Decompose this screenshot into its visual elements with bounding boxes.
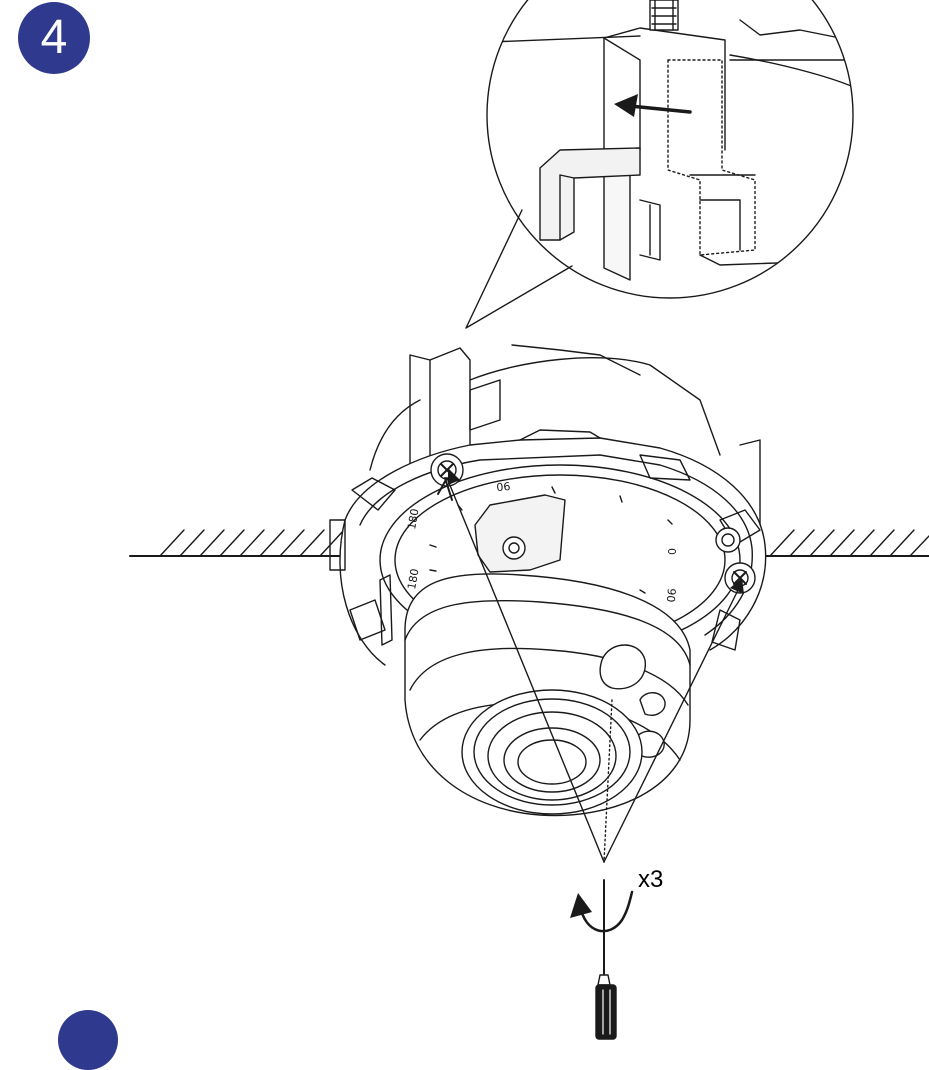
next-step-badge — [58, 1010, 118, 1070]
lens-outer — [461, 689, 643, 815]
sight-lines — [437, 468, 744, 863]
dial-label-180-lower: 180 — [405, 568, 421, 591]
screw-rod — [649, 0, 679, 31]
illustration: 90 0 90 180 180 — [129, 0, 929, 1040]
hidden-clip — [667, 59, 756, 256]
dial-label-90-top: 90 — [496, 479, 511, 493]
callout-pointer — [465, 209, 573, 329]
ceiling-line-right — [759, 529, 929, 557]
rotate-arrow-icon — [570, 890, 634, 933]
screw-icon-2 — [724, 562, 756, 594]
ceiling-edge-detail — [489, 35, 641, 43]
step-number: 4 — [40, 11, 68, 64]
screw-icon-3 — [715, 527, 741, 553]
screwdriver-icon — [595, 879, 617, 1040]
dome-camera: 90 0 90 180 180 — [329, 344, 767, 817]
zoom-detail — [489, 0, 853, 281]
dial-label-90-right: 90 — [664, 588, 678, 603]
tilt-bracket — [474, 494, 566, 573]
dial-label-180-left: 180 — [405, 508, 421, 531]
ceiling-line-left — [129, 529, 346, 557]
dial-label-0: 0 — [665, 548, 678, 555]
lens-glass — [503, 727, 601, 793]
diagram-canvas: 90 0 90 180 180 — [18, 0, 929, 1070]
step-number-badge: 4 — [18, 2, 90, 74]
callout-circle — [486, 0, 854, 299]
repeat-count-label: x3 — [638, 866, 664, 893]
arrow-left-icon — [614, 94, 692, 117]
zoom-callout — [465, 0, 854, 329]
